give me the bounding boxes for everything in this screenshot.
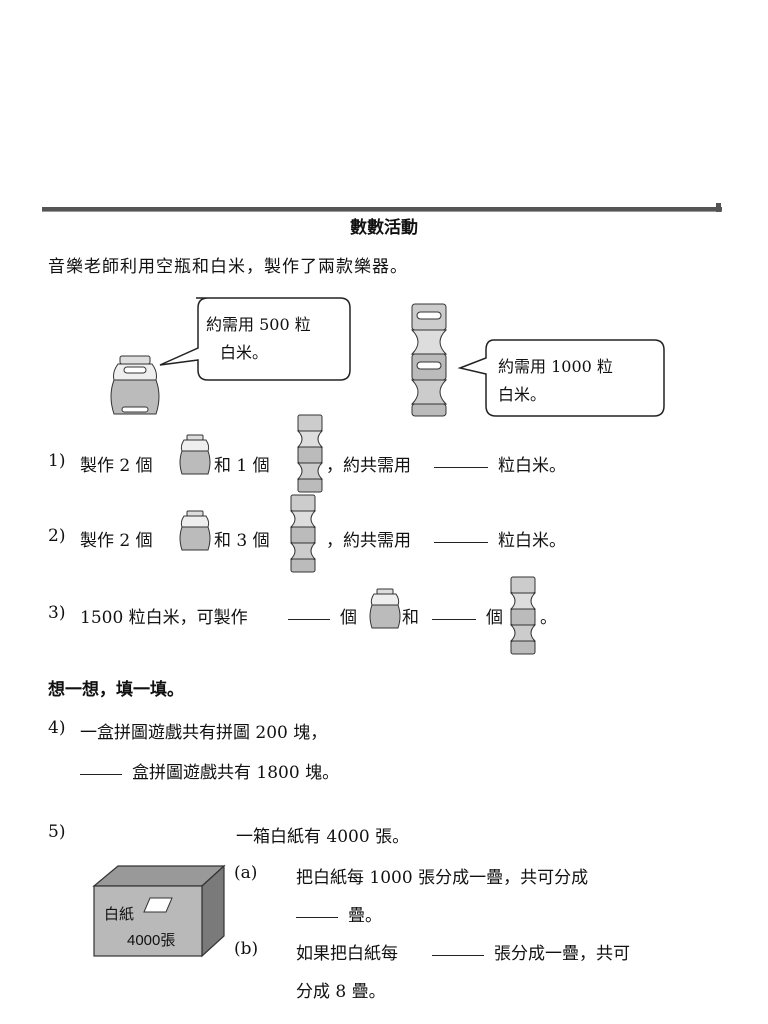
q4-line1: 一盒拼圖遊戲共有拼圖 200 塊， — [80, 723, 328, 743]
q3-number: 3) — [48, 603, 66, 623]
q3-text-e: 。 — [540, 608, 557, 628]
q2-text-d: 粒白米。 — [498, 531, 566, 551]
bubble-small-line1: 約需用 500 粒 — [206, 315, 311, 334]
bubble-small-line2: 白米。 — [220, 343, 269, 362]
page-title: 數數活動 — [350, 218, 418, 238]
q5-number: 5) — [48, 822, 66, 842]
tall-bottle-icon — [296, 414, 324, 493]
box-count: 4000張 — [127, 932, 176, 949]
q2-text-c: ，約共需用 — [326, 531, 411, 551]
q5a-line1: 把白紙每 1000 張分成一疊，共可分成 — [296, 868, 589, 888]
q3-text-a: 1500 粒白米，可製作 — [80, 608, 248, 628]
box-label: 白紙 — [104, 906, 135, 923]
q1-text-c: ，約共需用 — [326, 456, 411, 476]
q1-number: 1) — [48, 451, 66, 471]
small-bottle-icon — [369, 588, 401, 629]
q5b-label: (b) — [234, 939, 259, 959]
q3-text-d: 個 — [486, 608, 503, 628]
q5b-line1a: 如果把白紙每 — [296, 944, 398, 964]
q2-number: 2) — [48, 526, 66, 546]
section-heading: 想一想，填一填。 — [48, 680, 184, 700]
q3-text-c: 和 — [402, 608, 419, 628]
tall-bottle-illustration — [410, 303, 665, 417]
q2-text-b: 和 3 個 — [214, 531, 270, 551]
tall-bottle-icon — [289, 494, 317, 573]
q1-answer-blank[interactable] — [434, 453, 488, 468]
bubble-large-line1: 約需用 1000 粒 — [498, 357, 613, 376]
q5a-label: (a) — [234, 863, 258, 883]
q3-answer-blank-tall[interactable] — [432, 605, 476, 620]
speech-bubble-large — [457, 339, 665, 417]
q4-line2: 盒拼圖遊戲共有 1800 塊。 — [132, 763, 340, 783]
q1-text-d: 粒白米。 — [498, 456, 566, 476]
header-rule-end — [716, 203, 721, 212]
small-bottle-illustration — [110, 297, 351, 415]
small-bottle-icon — [179, 510, 211, 551]
q3-answer-blank-small[interactable] — [288, 605, 330, 620]
bubble-large-line2: 白米。 — [498, 385, 547, 404]
q4-answer-blank[interactable] — [80, 760, 122, 775]
q2-answer-blank[interactable] — [434, 528, 488, 543]
q5b-answer-blank[interactable] — [432, 941, 484, 956]
tall-bottle-icon — [410, 303, 448, 417]
q3-text-b: 個 — [340, 608, 357, 628]
q1-text-a: 製作 2 個 — [80, 456, 153, 476]
paper-sheet-icon — [143, 897, 173, 913]
q5a-answer-blank[interactable] — [296, 903, 338, 918]
intro-text: 音樂老師利用空瓶和白米，製作了兩款樂器。 — [48, 257, 408, 277]
header-rule — [42, 207, 722, 212]
q1-text-b: 和 1 個 — [214, 456, 270, 476]
q5b-line2: 分成 8 疊。 — [296, 982, 386, 1002]
paper-box-illustration — [92, 864, 226, 958]
q2-text-a: 製作 2 個 — [80, 531, 153, 551]
small-bottle-icon — [110, 355, 160, 415]
q5b-line1b: 張分成一疊，共可 — [494, 944, 630, 964]
q5-stem: 一箱白紙有 4000 張。 — [236, 827, 410, 847]
small-bottle-icon — [179, 434, 211, 475]
tall-bottle-icon — [509, 576, 537, 655]
q4-number: 4) — [48, 718, 66, 738]
speech-bubble-small — [159, 297, 351, 381]
q5a-line2: 疊。 — [348, 906, 382, 926]
